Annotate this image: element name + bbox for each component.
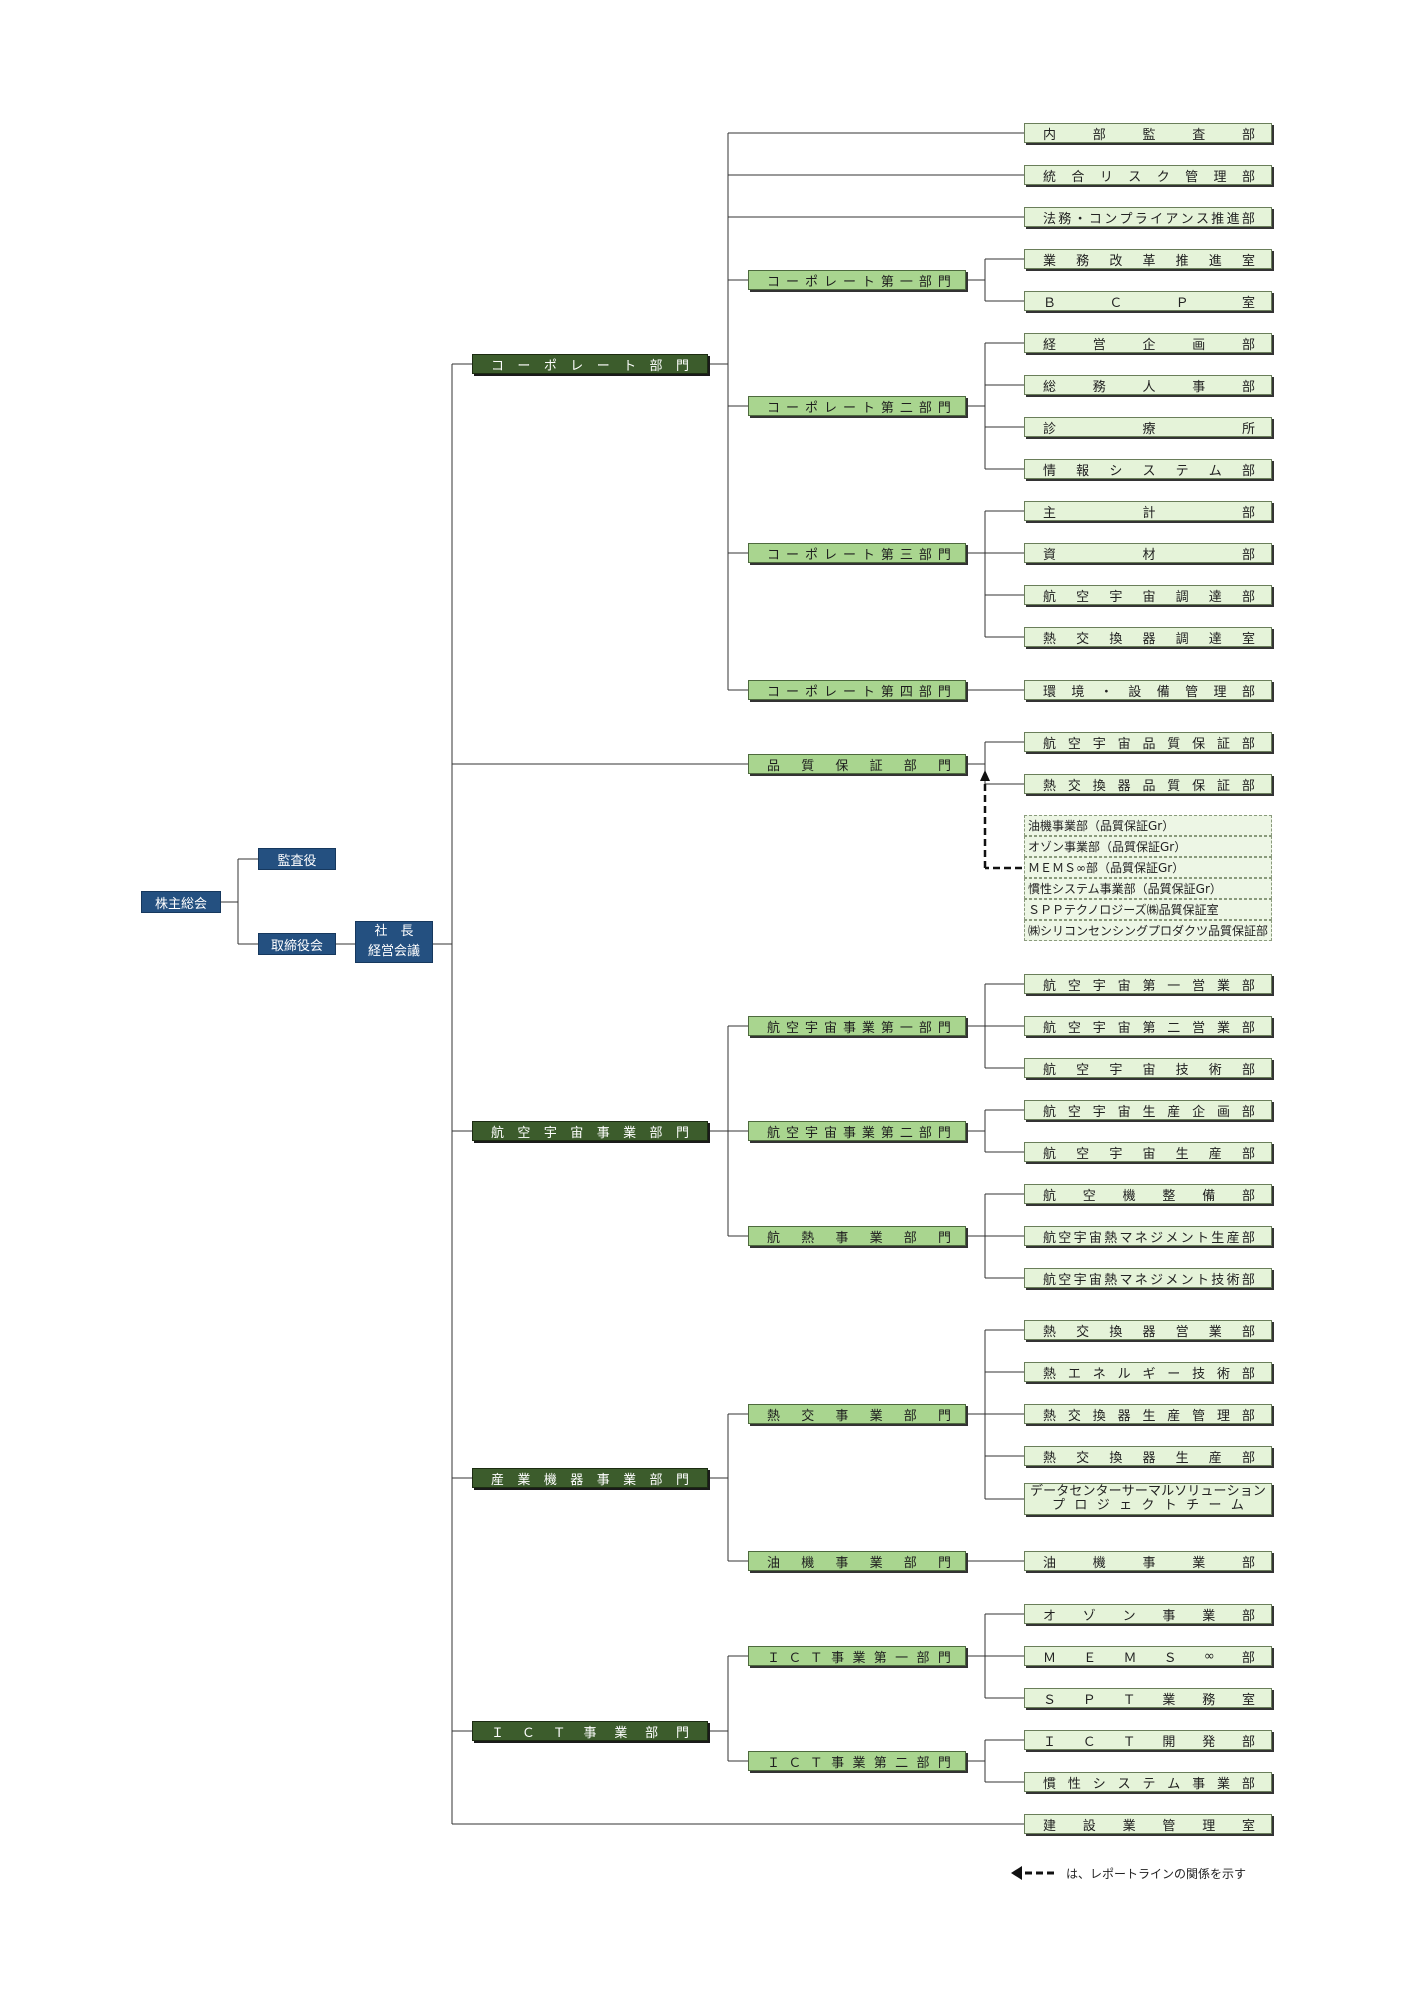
dept-heat-exchanger-production: 熱交換器生産部 [1024,1446,1272,1466]
dept-integrated-risk: 統合リスク管理部 [1024,165,1272,185]
auditor-box: 監査役 [258,848,336,870]
dept-thermal-management-production: 航空宇宙熱マネジメント生産部 [1024,1226,1272,1246]
dept-aerospace-procurement: 航空宇宙調達部 [1024,585,1272,605]
dept-accounting: 主計部 [1024,501,1272,521]
board-of-directors-box: 取締役会 [258,933,336,955]
dept-aerospace-production-planning: 航空宇宙生産企画部 [1024,1100,1272,1120]
dept-aerospace-production: 航空宇宙生産部 [1024,1142,1272,1162]
dept-aerospace-technology: 航空宇宙技術部 [1024,1058,1272,1078]
qa-report-silicon-sensing: ㈱シリコンセンシングプロダクツ品質保証部 [1024,920,1272,941]
group-aerospace-1: 航空宇宙事業第一部門 [748,1016,966,1036]
dept-clinic: 診療所 [1024,417,1272,437]
dept-aerospace-sales-2: 航空宇宙第二営業部 [1024,1016,1272,1036]
dept-legal-compliance: 法務・コンプライアンス推進部 [1024,207,1272,227]
dept-heat-exchanger-sales: 熱交換器営業部 [1024,1320,1272,1340]
dept-environment-facilities: 環境・設備管理部 [1024,680,1272,700]
shareholders-meeting-box: 株主総会 [141,891,221,913]
president-box: 社 長 経営会議 [355,921,433,963]
qa-report-mems: ＭＥＭＳ∞部（品質保証Gr） [1024,857,1272,878]
dept-oil-machinery: 油機事業部 [1024,1551,1272,1571]
group-corporate-1: コーポレート第一部門 [748,270,966,290]
division-industrial-equipment: 産業機器事業部門 [472,1468,708,1488]
qa-report-oil: 油機事業部（品質保証Gr） [1024,815,1272,836]
group-oil-machinery: 油機事業部門 [748,1551,966,1571]
dept-thermal-management-technology: 航空宇宙熱マネジメント技術部 [1024,1268,1272,1288]
dept-heat-exchanger-procurement: 熱交換器調達室 [1024,627,1272,647]
group-aero-thermal: 航熱事業部門 [748,1226,966,1246]
dept-thermal-energy-technology: 熱エネルギー技術部 [1024,1362,1272,1382]
dept-general-affairs-hr: 総務人事部 [1024,375,1272,395]
dept-internal-audit: 内部監査部 [1024,123,1272,143]
qa-report-inertial: 慣性システム事業部（品質保証Gr） [1024,878,1272,899]
dept-datacenter-thermal-project-team: データセンターサーマルソリューション プロジェクトチーム [1024,1483,1272,1515]
qa-report-spp: ＳＰＰテクノロジーズ㈱品質保証室 [1024,899,1272,920]
group-corporate-3: コーポレート第三部門 [748,543,966,563]
group-corporate-2: コーポレート第二部門 [748,396,966,416]
division-corporate: コーポレート部門 [472,354,708,374]
dept-inertial-systems: 慣性システム事業部 [1024,1772,1272,1792]
president-label: 社 長 [374,924,414,939]
dept-information-systems: 情報システム部 [1024,459,1272,479]
dept-business-reform: 業務改革推進室 [1024,249,1272,269]
group-aerospace-2: 航空宇宙事業第二部門 [748,1121,966,1141]
management-meeting-label: 経営会議 [367,944,420,959]
dept-aerospace-sales-1: 航空宇宙第一営業部 [1024,974,1272,994]
dept-materials: 資材部 [1024,543,1272,563]
group-corporate-4: コーポレート第四部門 [748,680,966,700]
datacenter-line-2: プロジェクトチーム [1052,1498,1244,1513]
division-quality-assurance: 品質保証部門 [748,754,966,774]
dept-heat-exchanger-production-control: 熱交換器生産管理部 [1024,1404,1272,1424]
dept-heat-exchanger-qa: 熱交換器品質保証部 [1024,774,1272,794]
division-aerospace: 航空宇宙事業部門 [472,1121,708,1141]
dept-aerospace-qa: 航空宇宙品質保証部 [1024,732,1272,752]
dept-corporate-planning: 経営企画部 [1024,333,1272,353]
group-heat-exchanger: 熱交事業部門 [748,1404,966,1424]
legend-text: は、レポートラインの関係を示す [1066,1866,1247,1881]
legend: は、レポートラインの関係を示す [1010,1862,1310,1884]
dashed-arrow-icon [1011,1866,1054,1880]
dept-aircraft-maintenance: 航空機整備部 [1024,1184,1272,1204]
dept-ozone: オゾン事業部 [1024,1604,1272,1624]
datacenter-line-1: データセンターサーマルソリューション [1030,1484,1266,1499]
dept-construction-management: 建設業管理室 [1024,1814,1272,1834]
qa-report-ozone: オゾン事業部（品質保証Gr） [1024,836,1272,857]
